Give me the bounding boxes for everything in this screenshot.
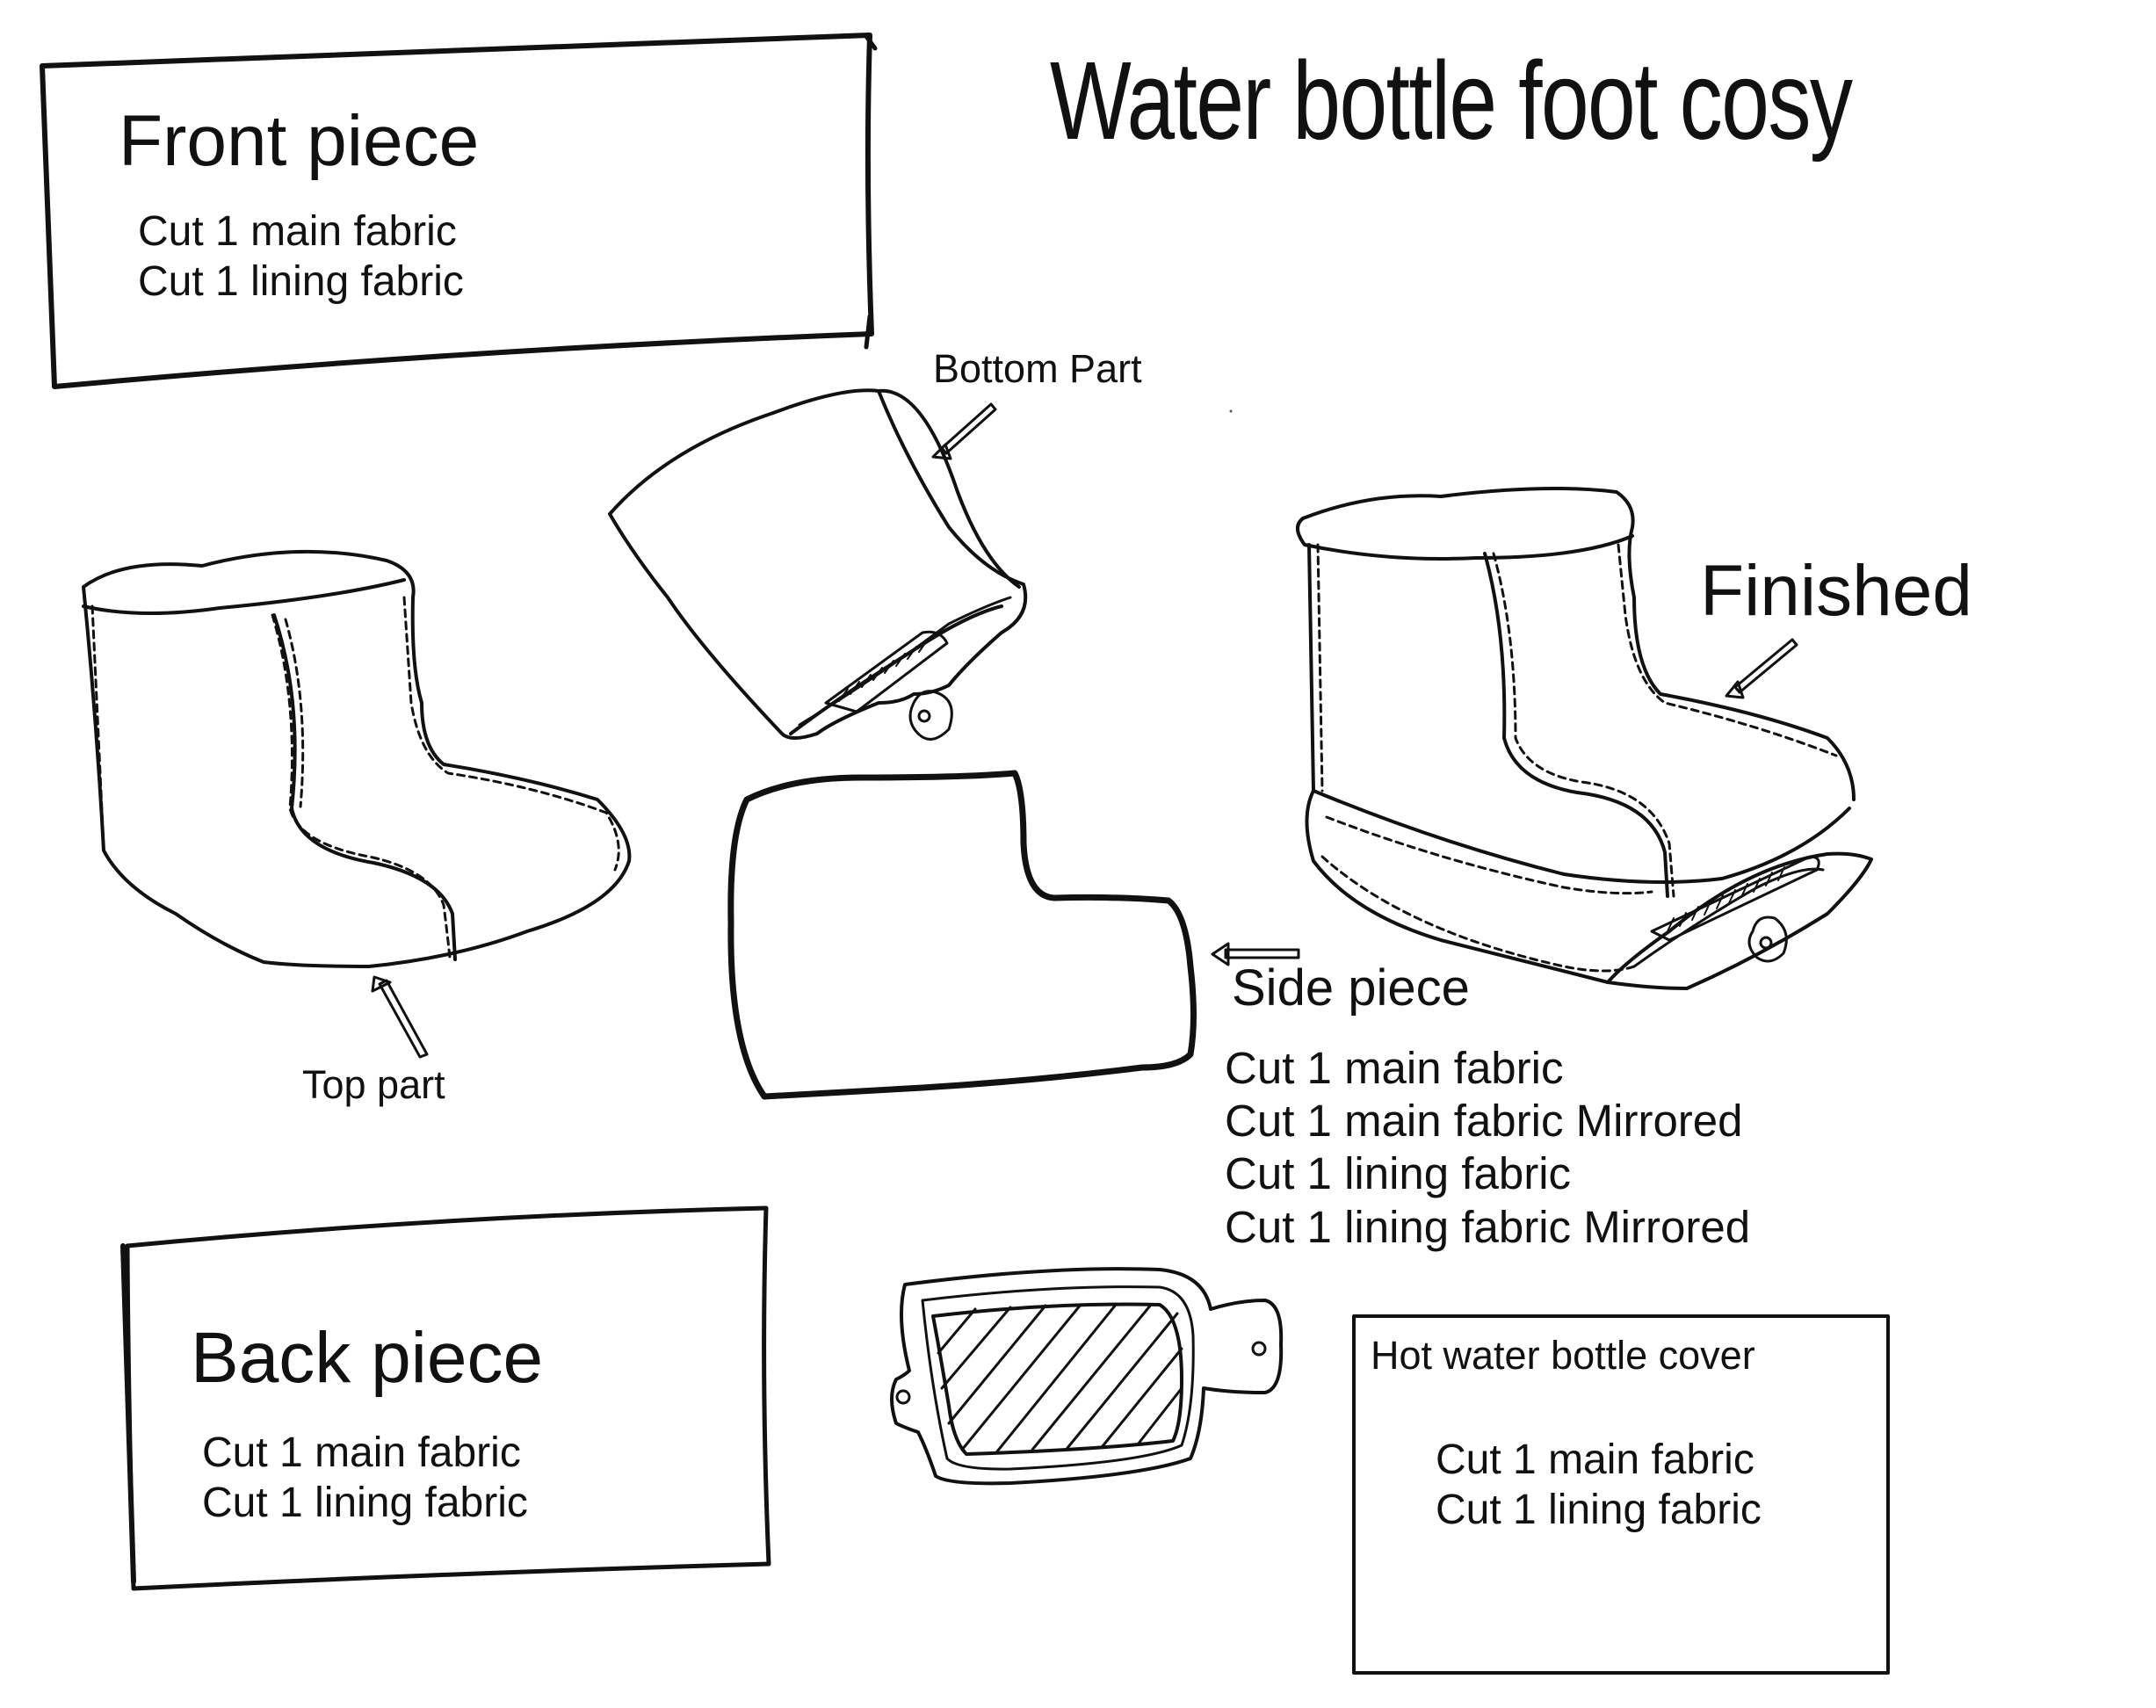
finished-boot [1296, 487, 1873, 990]
side-piece-line: Cut 1 main fabric Mirrored [1225, 1096, 1743, 1147]
cover-instructions: Cut 1 main fabric Cut 1 lining fabric [1436, 1436, 1762, 1535]
page-title: Water bottle foot cosy [1050, 39, 1853, 163]
back-piece-heading: Back piece [191, 1318, 544, 1398]
front-piece-line: Cut 1 main fabric [138, 208, 457, 255]
top-part-arrow [371, 975, 429, 1059]
back-piece-line: Cut 1 main fabric [202, 1429, 521, 1476]
back-piece-instructions: Cut 1 main fabric Cut 1 lining fabric [202, 1429, 528, 1528]
front-piece-box [40, 33, 878, 389]
side-piece-line: Cut 1 lining fabric [1225, 1148, 1572, 1199]
front-piece-instructions: Cut 1 main fabric Cut 1 lining fabric [138, 207, 464, 307]
cover-line: Cut 1 main fabric [1436, 1437, 1754, 1483]
side-piece-heading: Side piece [1232, 959, 1470, 1017]
back-piece-line: Cut 1 lining fabric [202, 1479, 528, 1526]
side-piece-line: Cut 1 main fabric [1225, 1043, 1564, 1093]
cover-line: Cut 1 lining fabric [1436, 1486, 1762, 1533]
side-piece-line: Cut 1 lining fabric Mirrored [1225, 1201, 1751, 1252]
top-part-boot [82, 549, 632, 968]
finished-arrow [1725, 638, 1798, 699]
front-piece-line: Cut 1 lining fabric [138, 257, 464, 305]
finished-label: Finished [1700, 551, 1972, 631]
top-part-label: Top part [302, 1062, 445, 1107]
side-piece-instructions: Cut 1 main fabric Cut 1 main fabric Mirr… [1225, 1042, 1750, 1254]
hot-water-bottle-drawing [890, 1267, 1284, 1486]
side-piece-shape [727, 770, 1197, 1100]
front-piece-heading: Front piece [119, 101, 480, 181]
hot-water-bottle-cover-box [1352, 1314, 1890, 1675]
side-piece-arrow [1211, 942, 1300, 966]
bottom-part-label: Bottom Part [933, 346, 1142, 391]
cover-heading: Hot water bottle cover [1371, 1333, 1755, 1378]
back-piece-box [120, 1205, 771, 1591]
bottom-part-drawing [608, 388, 1028, 741]
bottom-part-arrow [931, 402, 997, 460]
